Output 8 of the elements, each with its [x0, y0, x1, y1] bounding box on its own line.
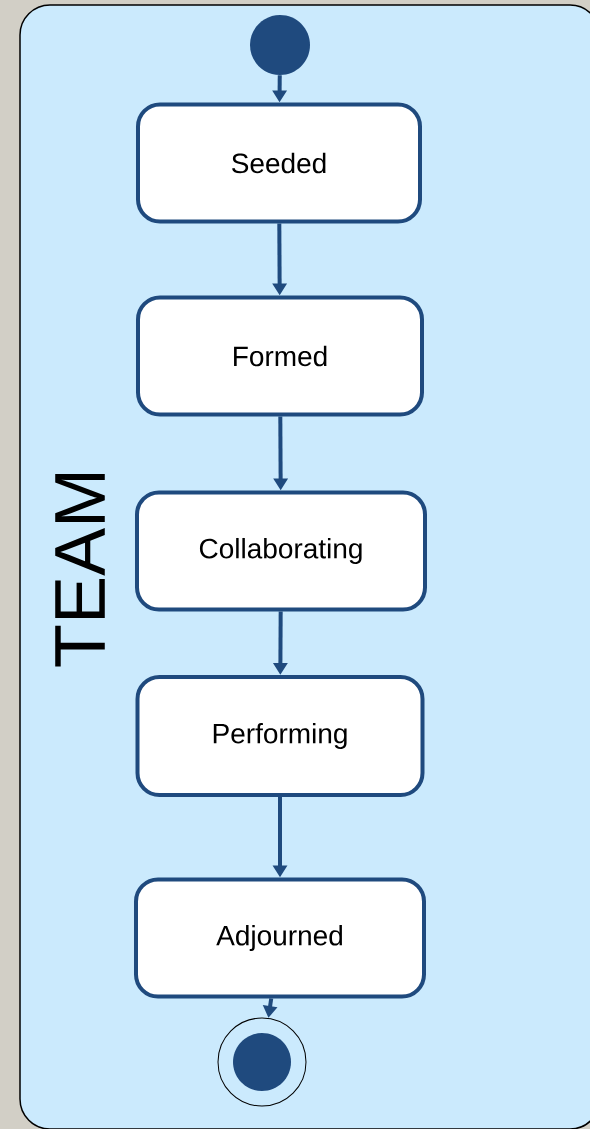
state-box: Seeded	[136, 102, 422, 224]
state-box: Adjourned	[134, 877, 426, 999]
initial-state	[250, 15, 310, 75]
state-box: Collaborating	[135, 490, 427, 612]
final-state	[217, 1017, 307, 1107]
state-box: Formed	[136, 295, 424, 417]
state-box: Performing	[135, 675, 425, 797]
lane-title: TEAM	[55, 473, 105, 667]
